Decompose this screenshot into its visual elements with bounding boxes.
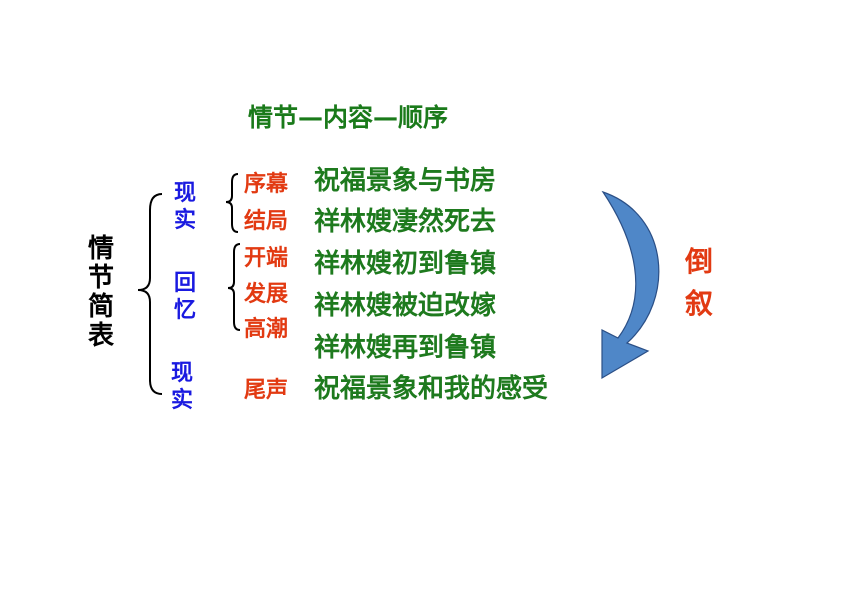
side-label-char: 情 [87,234,114,264]
segment-flashback: 回 忆 [171,270,199,324]
main-brace [137,193,163,395]
side-label-char: 节 [87,263,114,293]
content-row: 祝福景象与书房 [314,166,497,196]
segment-present-1: 现 实 [171,180,199,234]
segment-char: 回 [173,271,196,296]
content-row: 祥林嫂被迫改嫁 [314,291,497,321]
content-row: 祥林嫂再到鲁镇 [314,333,497,363]
brace-present-1 [225,173,239,233]
segment-present-2: 现 实 [168,360,196,414]
content-row: 祥林嫂凄然死去 [314,207,497,237]
order-label-char: 叙 [684,287,713,320]
segment-char: 现 [173,181,196,206]
stage-development: 发展 [244,282,289,307]
content-row: 祝福景象和我的感受 [314,374,549,404]
side-label-char: 简 [87,292,114,322]
brace-flashback [227,243,241,331]
side-label-char: 表 [87,321,114,351]
order-label-char: 倒 [684,245,713,278]
segment-char: 实 [173,208,196,233]
page-title: 情节—内容—顺序 [248,103,449,132]
stage-beginning: 开端 [244,246,289,271]
segment-char: 现 [170,361,193,386]
curved-arrow-icon [601,190,660,380]
side-label: 情 节 简 表 [86,235,116,351]
content-row: 祥林嫂初到鲁镇 [314,249,497,279]
stage-climax: 高潮 [244,317,289,342]
stage-epilogue: 尾声 [244,378,289,403]
stage-ending: 结局 [244,209,289,234]
stage-prologue: 序幕 [244,172,289,197]
segment-char: 实 [170,388,193,413]
segment-char: 忆 [173,298,196,323]
